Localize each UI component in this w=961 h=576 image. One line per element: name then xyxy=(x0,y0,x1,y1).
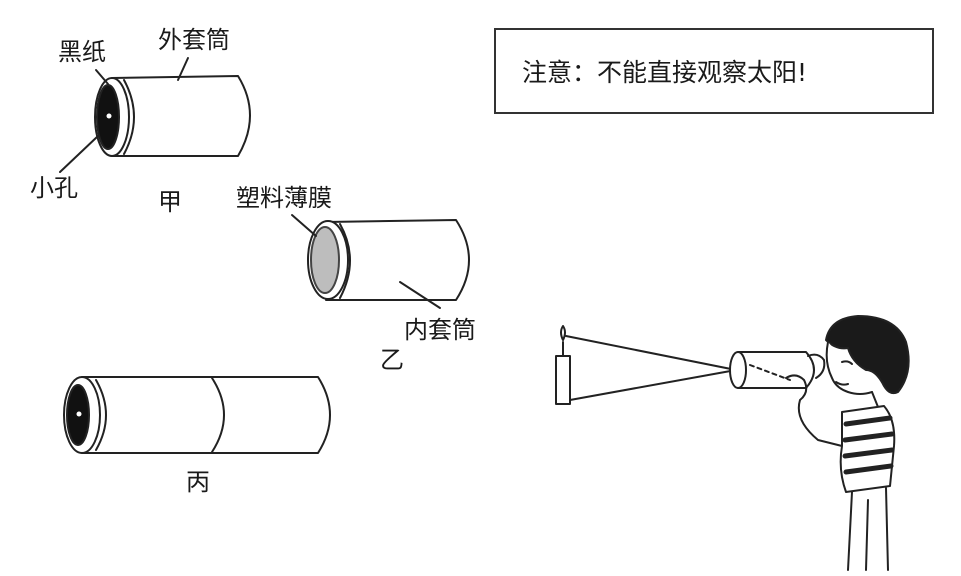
small-hole-mark xyxy=(106,113,112,119)
figure-b-label: 乙 xyxy=(380,346,404,374)
boy-figure xyxy=(729,315,910,571)
safety-notice-box: 注意：不能直接观察太阳! xyxy=(494,28,934,114)
black-paper-label: 黑纸 xyxy=(58,38,106,66)
plastic-film-label: 塑料薄膜 xyxy=(236,184,332,212)
figure-a-label: 甲 xyxy=(158,188,182,216)
plastic-film-disc xyxy=(310,226,340,294)
outer-tube-label: 外套筒 xyxy=(158,26,230,54)
outer-tube-drawing xyxy=(59,57,251,173)
assembled-camera-drawing xyxy=(63,376,331,454)
figure-c-label: 丙 xyxy=(186,468,210,496)
inner-tube-label: 内套筒 xyxy=(404,316,476,344)
candle-drawing xyxy=(555,325,737,405)
safety-notice-text: 注意：不能直接观察太阳! xyxy=(522,58,808,87)
small-hole-label: 小孔 xyxy=(30,174,78,202)
inner-tube-drawing xyxy=(291,214,470,309)
